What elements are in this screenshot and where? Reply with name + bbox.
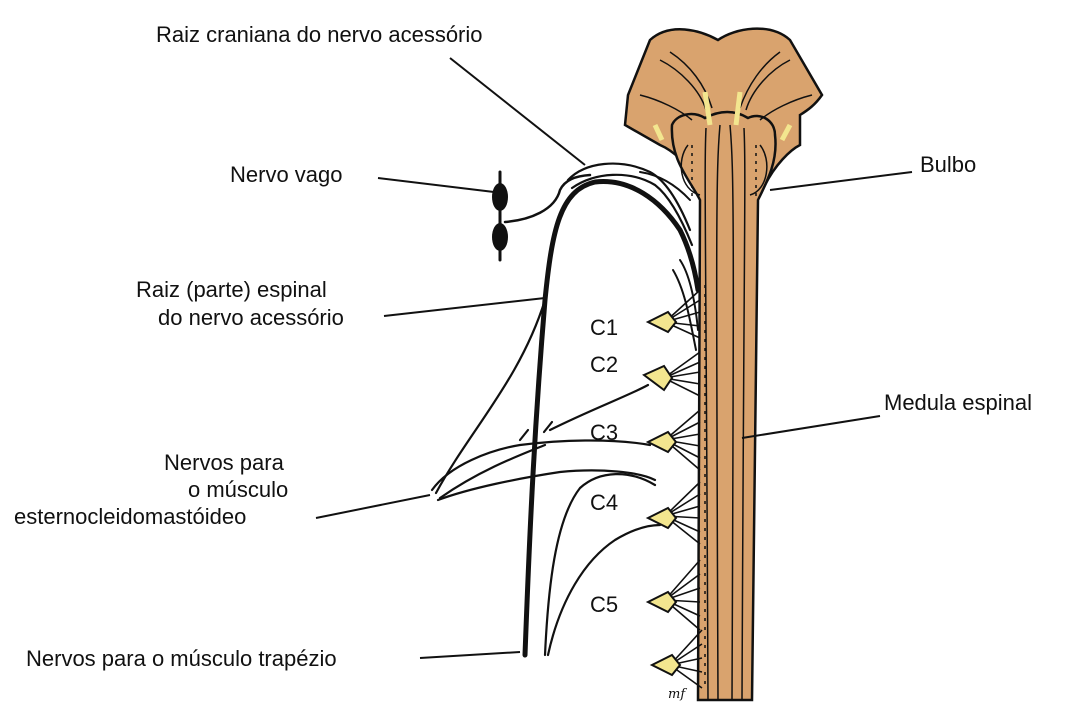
ganglion-c6 <box>649 629 703 689</box>
leader-lines <box>315 57 913 659</box>
brainstem-and-spinal-cord <box>623 27 824 702</box>
ganglion-c4 <box>645 481 701 545</box>
label-spinal-root-2: do nervo acessório <box>158 305 344 330</box>
ganglion-c3 <box>645 409 701 471</box>
trapezius-branches <box>543 383 662 657</box>
label-c4: C4 <box>590 490 618 515</box>
leader-vagus <box>377 177 495 193</box>
text-labels: Raiz craniana do nervo acessório Nervo v… <box>14 22 1032 702</box>
ganglion-c1 <box>645 289 701 339</box>
artist-signature: mf <box>668 687 687 702</box>
ganglion-c2 <box>642 351 701 397</box>
label-spinal-root-1: Raiz (parte) espinal <box>136 277 327 302</box>
leader-trapezius <box>419 651 521 659</box>
accessory-nerve <box>522 162 701 658</box>
spinal-cord-shape <box>670 110 777 702</box>
label-c3: C3 <box>590 420 618 445</box>
leader-spinal-root <box>383 297 546 317</box>
label-c1: C1 <box>590 315 618 340</box>
label-spinal-cord: Medula espinal <box>884 390 1032 415</box>
spinal-nerve-roots <box>642 289 703 689</box>
vagus-nerve <box>492 170 592 262</box>
label-medulla: Bulbo <box>920 152 976 177</box>
scm-branches <box>430 298 657 502</box>
leader-medulla <box>769 171 913 191</box>
label-c5: C5 <box>590 592 618 617</box>
label-trapezius: Nervos para o músculo trapézio <box>26 646 337 671</box>
leader-cranial-root <box>449 57 586 166</box>
spinal-root-path <box>522 179 701 658</box>
label-scm-1: Nervos para <box>164 450 285 475</box>
label-scm-3: esternocleidomastóideo <box>14 504 246 529</box>
ganglion-c5 <box>645 559 701 631</box>
label-vagus: Nervo vago <box>230 162 343 187</box>
leader-spinal-cord <box>741 415 881 439</box>
label-cranial-root: Raiz craniana do nervo acessório <box>156 22 483 47</box>
leader-scm <box>315 494 431 519</box>
label-c2: C2 <box>590 352 618 377</box>
label-scm-2: o músculo <box>188 477 288 502</box>
